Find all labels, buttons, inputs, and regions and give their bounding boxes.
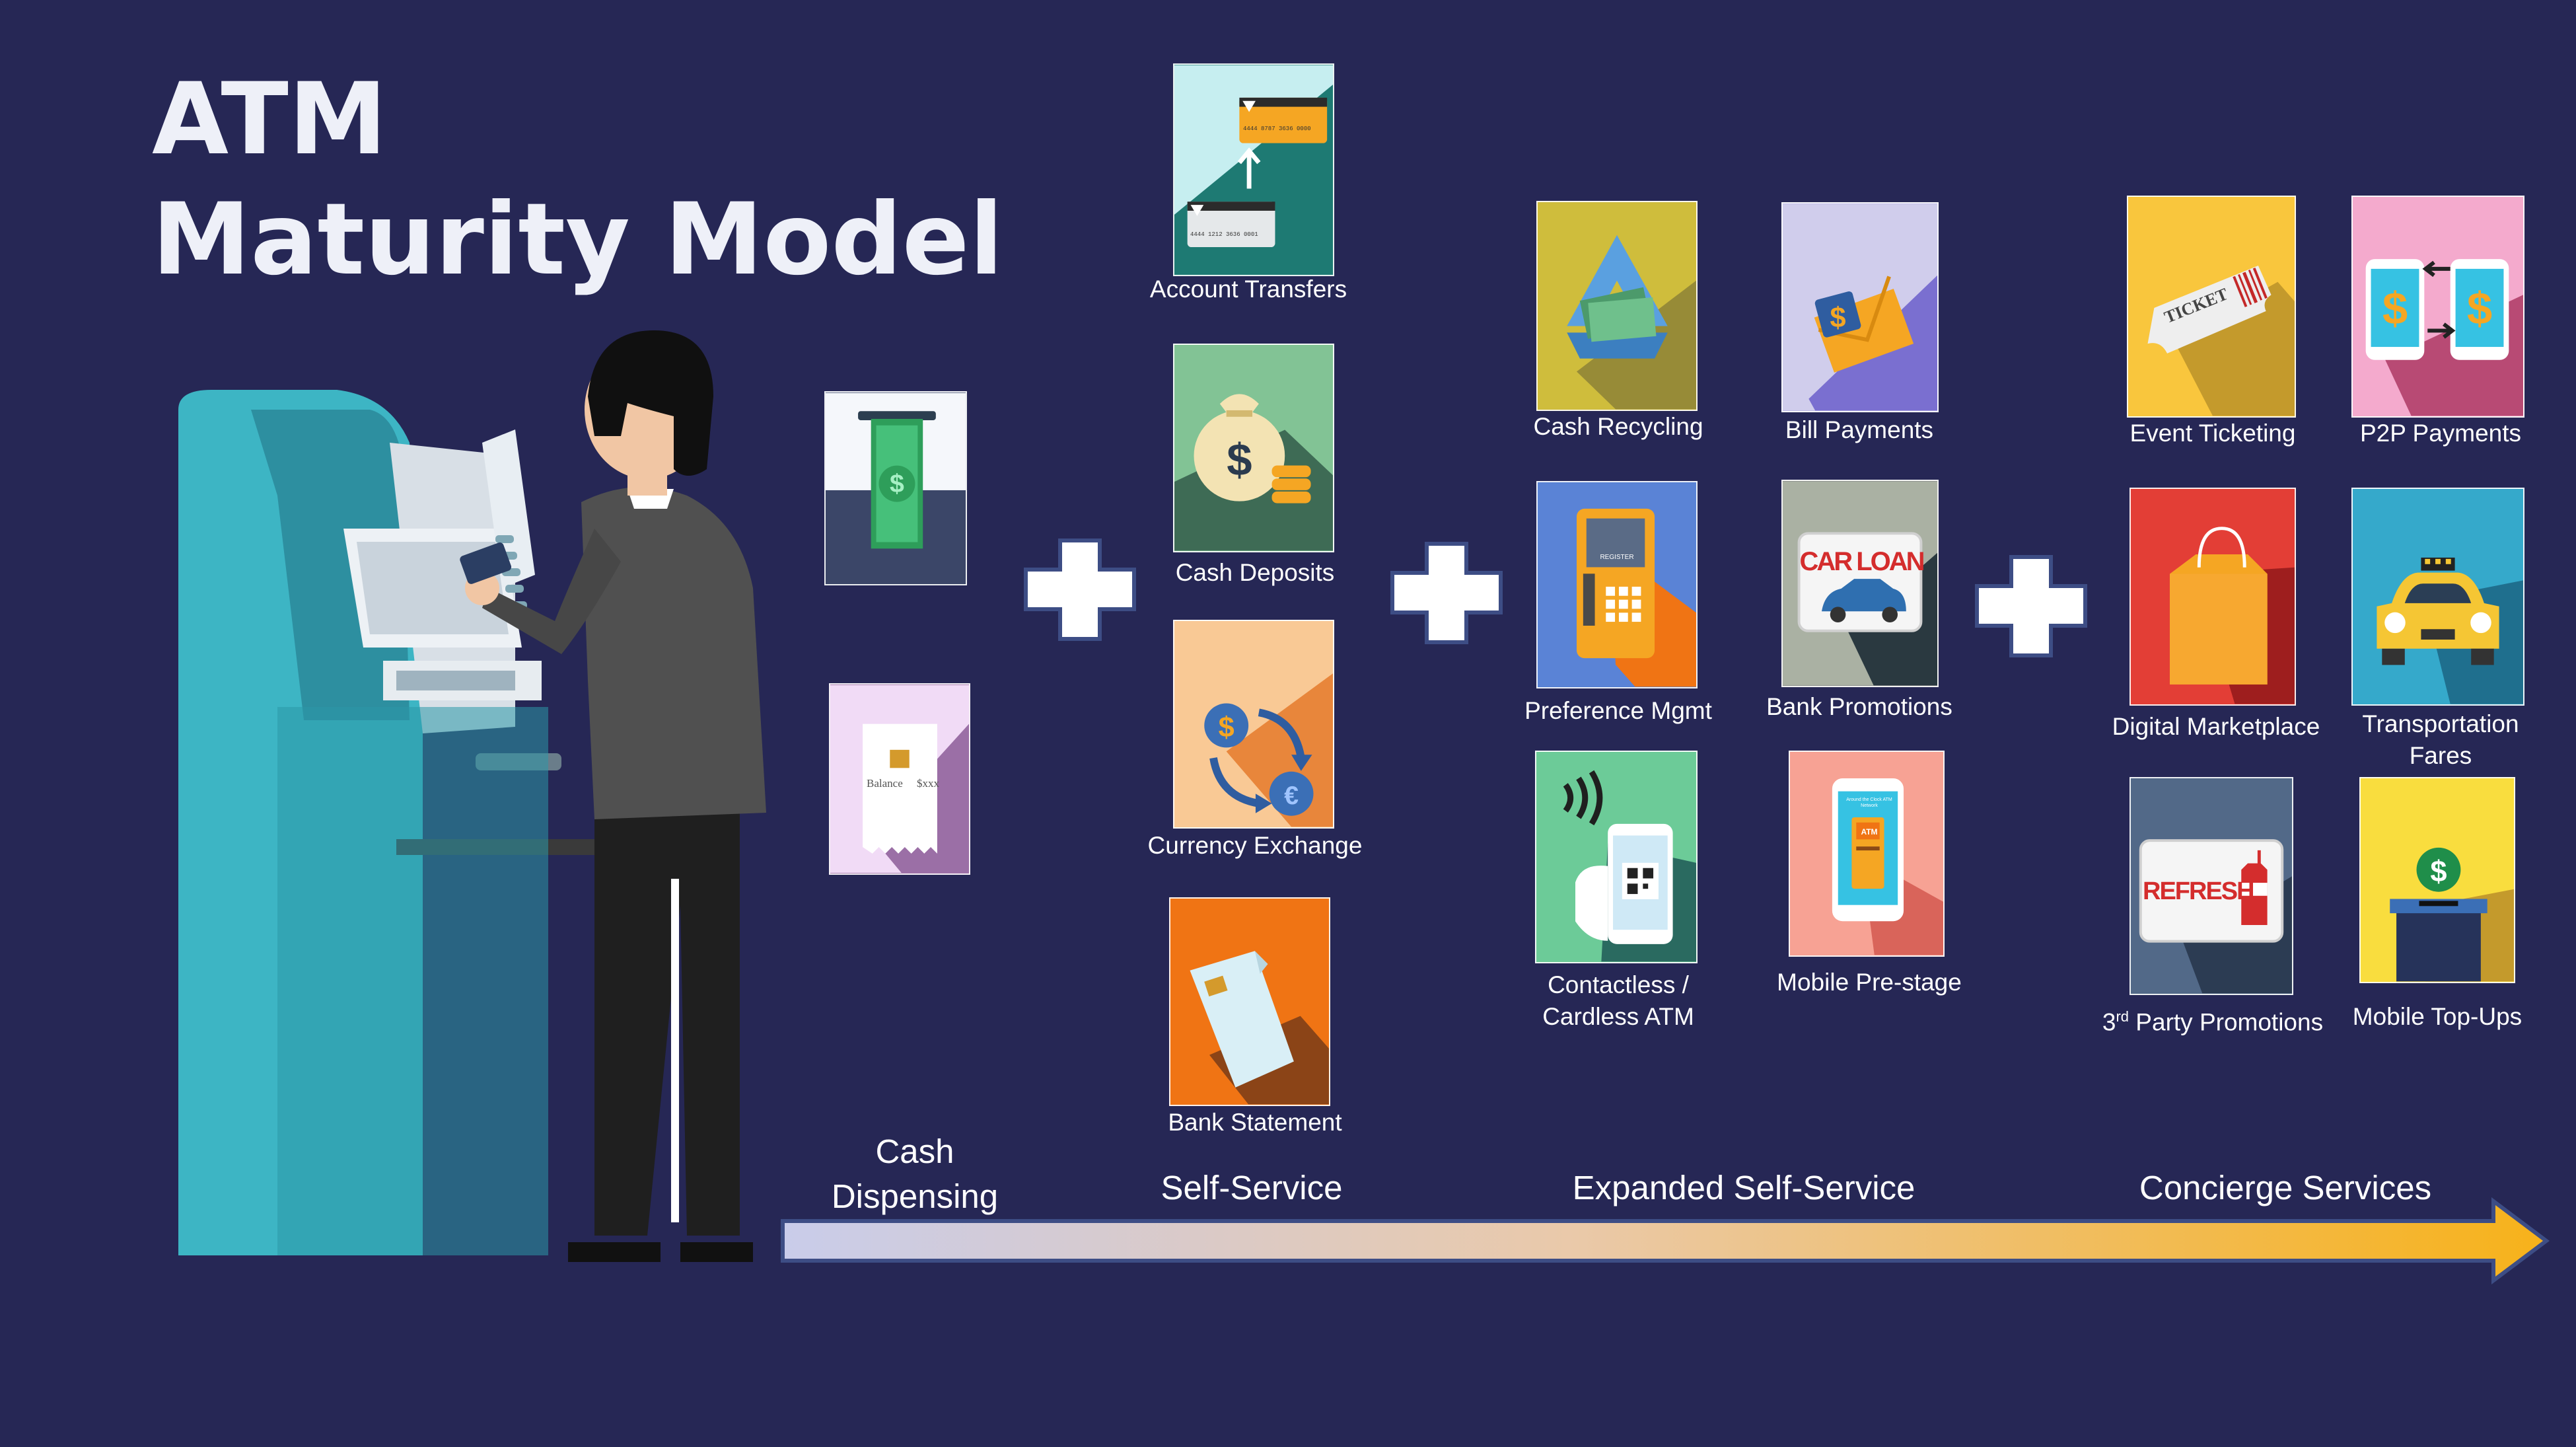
- transportation-fares-label: Transportation Fares: [2312, 708, 2569, 772]
- contactless-atm-label: Contactless / Cardless ATM: [1493, 969, 1744, 1033]
- bank-promotions-label: Bank Promotions: [1766, 693, 1952, 720]
- contactless-atm-tile: [1535, 751, 1698, 963]
- kiosk-register-icon: [1538, 482, 1696, 687]
- title-line-2: Maturity Model: [152, 182, 1003, 297]
- bill-payments-tile: $: [1781, 202, 1939, 412]
- mobile-prestage-tile: Around the Clock ATM Network ATM: [1789, 751, 1945, 957]
- mobile-atm-text: ATM: [1861, 827, 1878, 836]
- contactless-phone-icon: [1536, 752, 1696, 962]
- third-party-promotions-tile: REFRESH: [2129, 777, 2293, 995]
- account-transfers-tile: 4444 8787 3636 0000 4444 1212 3636 0001: [1173, 63, 1334, 276]
- svg-text:$: $: [1227, 434, 1252, 485]
- bill-payments-label: Bill Payments: [1785, 416, 1934, 443]
- digital-marketplace-label: Digital Marketplace: [2112, 713, 2320, 740]
- account-transfers-label: Account Transfers: [1149, 276, 1347, 303]
- bank-statement-label: Bank Statement: [1168, 1109, 1342, 1136]
- register-screen-text: REGISTER: [1600, 554, 1634, 561]
- card-transfer-icon: [1174, 65, 1333, 275]
- transportation-label-line-2: Fares: [2409, 742, 2472, 769]
- refresh-sign-icon: [2131, 778, 2292, 994]
- bank-statement-tile: [1169, 897, 1330, 1106]
- statement-icon: [1170, 899, 1329, 1105]
- transportation-label-line-1: Transportation: [2362, 710, 2519, 737]
- receipt-text: Balance $xxx: [867, 777, 939, 790]
- taxi-icon: [2353, 489, 2523, 704]
- car-loan-icon: [1783, 481, 1937, 686]
- p2p-payments-tile: $ $: [2351, 196, 2524, 418]
- topup-box-icon: $: [2361, 778, 2514, 982]
- stage-label-concierge-services: Concierge Services: [2139, 1169, 2432, 1206]
- third-party-promotions-label: 3rd Party Promotions: [2081, 1001, 2345, 1038]
- bill-envelope-icon: $: [1783, 204, 1937, 411]
- stage-label-self-service: Self-Service: [1161, 1169, 1343, 1206]
- card-number-bottom: 4444 1212 3636 0001: [1190, 231, 1258, 238]
- cash-dispensing-tile: $: [824, 391, 967, 585]
- cash-recycling-label: Cash Recycling: [1533, 413, 1703, 440]
- car-loan-text: CAR LOAN: [1799, 547, 1925, 576]
- contactless-label-line-2: Cardless ATM: [1542, 1003, 1694, 1030]
- svg-text:$: $: [890, 469, 904, 498]
- svg-text:$: $: [1219, 712, 1234, 744]
- page-title: ATM Maturity Model: [152, 59, 1003, 300]
- preference-mgmt-tile: REGISTER: [1536, 481, 1698, 688]
- refresh-sign-text: REFRESH: [2143, 877, 2255, 905]
- digital-marketplace-tile: [2129, 488, 2296, 706]
- currency-exchange-label: Currency Exchange: [1147, 832, 1363, 859]
- ticket-icon: [2128, 197, 2295, 416]
- p2p-payments-label: P2P Payments: [2359, 420, 2522, 447]
- maturity-progression-arrow: [781, 1197, 2550, 1284]
- receipt-icon: [830, 685, 969, 873]
- mobile-topups-label: Mobile Top-Ups: [2352, 1003, 2522, 1030]
- mobile-prestage-label: Mobile Pre-stage: [1777, 969, 1962, 996]
- mobile-atm-icon: [1790, 752, 1943, 955]
- title-line-1: ATM: [152, 62, 388, 177]
- svg-text:$: $: [1830, 302, 1846, 334]
- mobile-network-text: Around the Clock ATM Network: [1846, 798, 1892, 808]
- transportation-fares-tile: [2351, 488, 2524, 706]
- receipt-balance-text: Balance: [867, 777, 903, 790]
- cash-deposits-tile: $: [1173, 344, 1334, 552]
- receipt-tile: Balance $xxx: [829, 683, 970, 875]
- event-ticketing-tile: TICKET: [2127, 196, 2296, 418]
- plus-icon: [1390, 542, 1503, 644]
- cash-deposits-label: Cash Deposits: [1175, 559, 1335, 586]
- bank-promotions-tile: CAR LOAN: [1781, 480, 1939, 687]
- svg-text:$: $: [2467, 283, 2492, 334]
- contactless-label-line-1: Contactless /: [1548, 971, 1689, 998]
- stage-cash-line-2: Dispensing: [831, 1177, 999, 1215]
- atm-user-illustration: [178, 330, 766, 1262]
- stage-label-expanded-self-service: Expanded Self-Service: [1572, 1169, 1915, 1206]
- mobile-topups-tile: $: [2359, 777, 2515, 983]
- receipt-amount-text: $xxx: [917, 777, 939, 790]
- stage-cash-line-1: Cash: [875, 1132, 954, 1170]
- svg-text:€: €: [1284, 781, 1299, 810]
- currency-exchange-tile: $ €: [1173, 620, 1334, 829]
- stage-label-cash-dispensing: Cash Dispensing: [779, 1129, 1050, 1219]
- card-number-top: 4444 8787 3636 0000: [1243, 126, 1311, 132]
- third-party-label-sup: rd: [2116, 1008, 2129, 1025]
- currency-exchange-icon: $ €: [1174, 621, 1333, 827]
- svg-text:$: $: [2430, 854, 2447, 888]
- third-party-label-prefix: 3: [2102, 1008, 2116, 1036]
- shopping-bag-icon: [2131, 489, 2295, 704]
- preference-mgmt-label: Preference Mgmt: [1524, 697, 1712, 724]
- p2p-phones-icon: $ $: [2353, 197, 2523, 416]
- plus-icon: [1975, 555, 2087, 657]
- plus-icon: [1024, 538, 1136, 641]
- third-party-label-rest: Party Promotions: [2129, 1008, 2324, 1036]
- svg-text:$: $: [2382, 283, 2408, 334]
- banknote-icon: $: [826, 392, 966, 584]
- recycle-icon: [1538, 202, 1696, 410]
- cash-recycling-tile: [1536, 201, 1698, 411]
- money-bag-icon: $: [1174, 345, 1333, 551]
- event-ticketing-label: Event Ticketing: [2129, 420, 2296, 447]
